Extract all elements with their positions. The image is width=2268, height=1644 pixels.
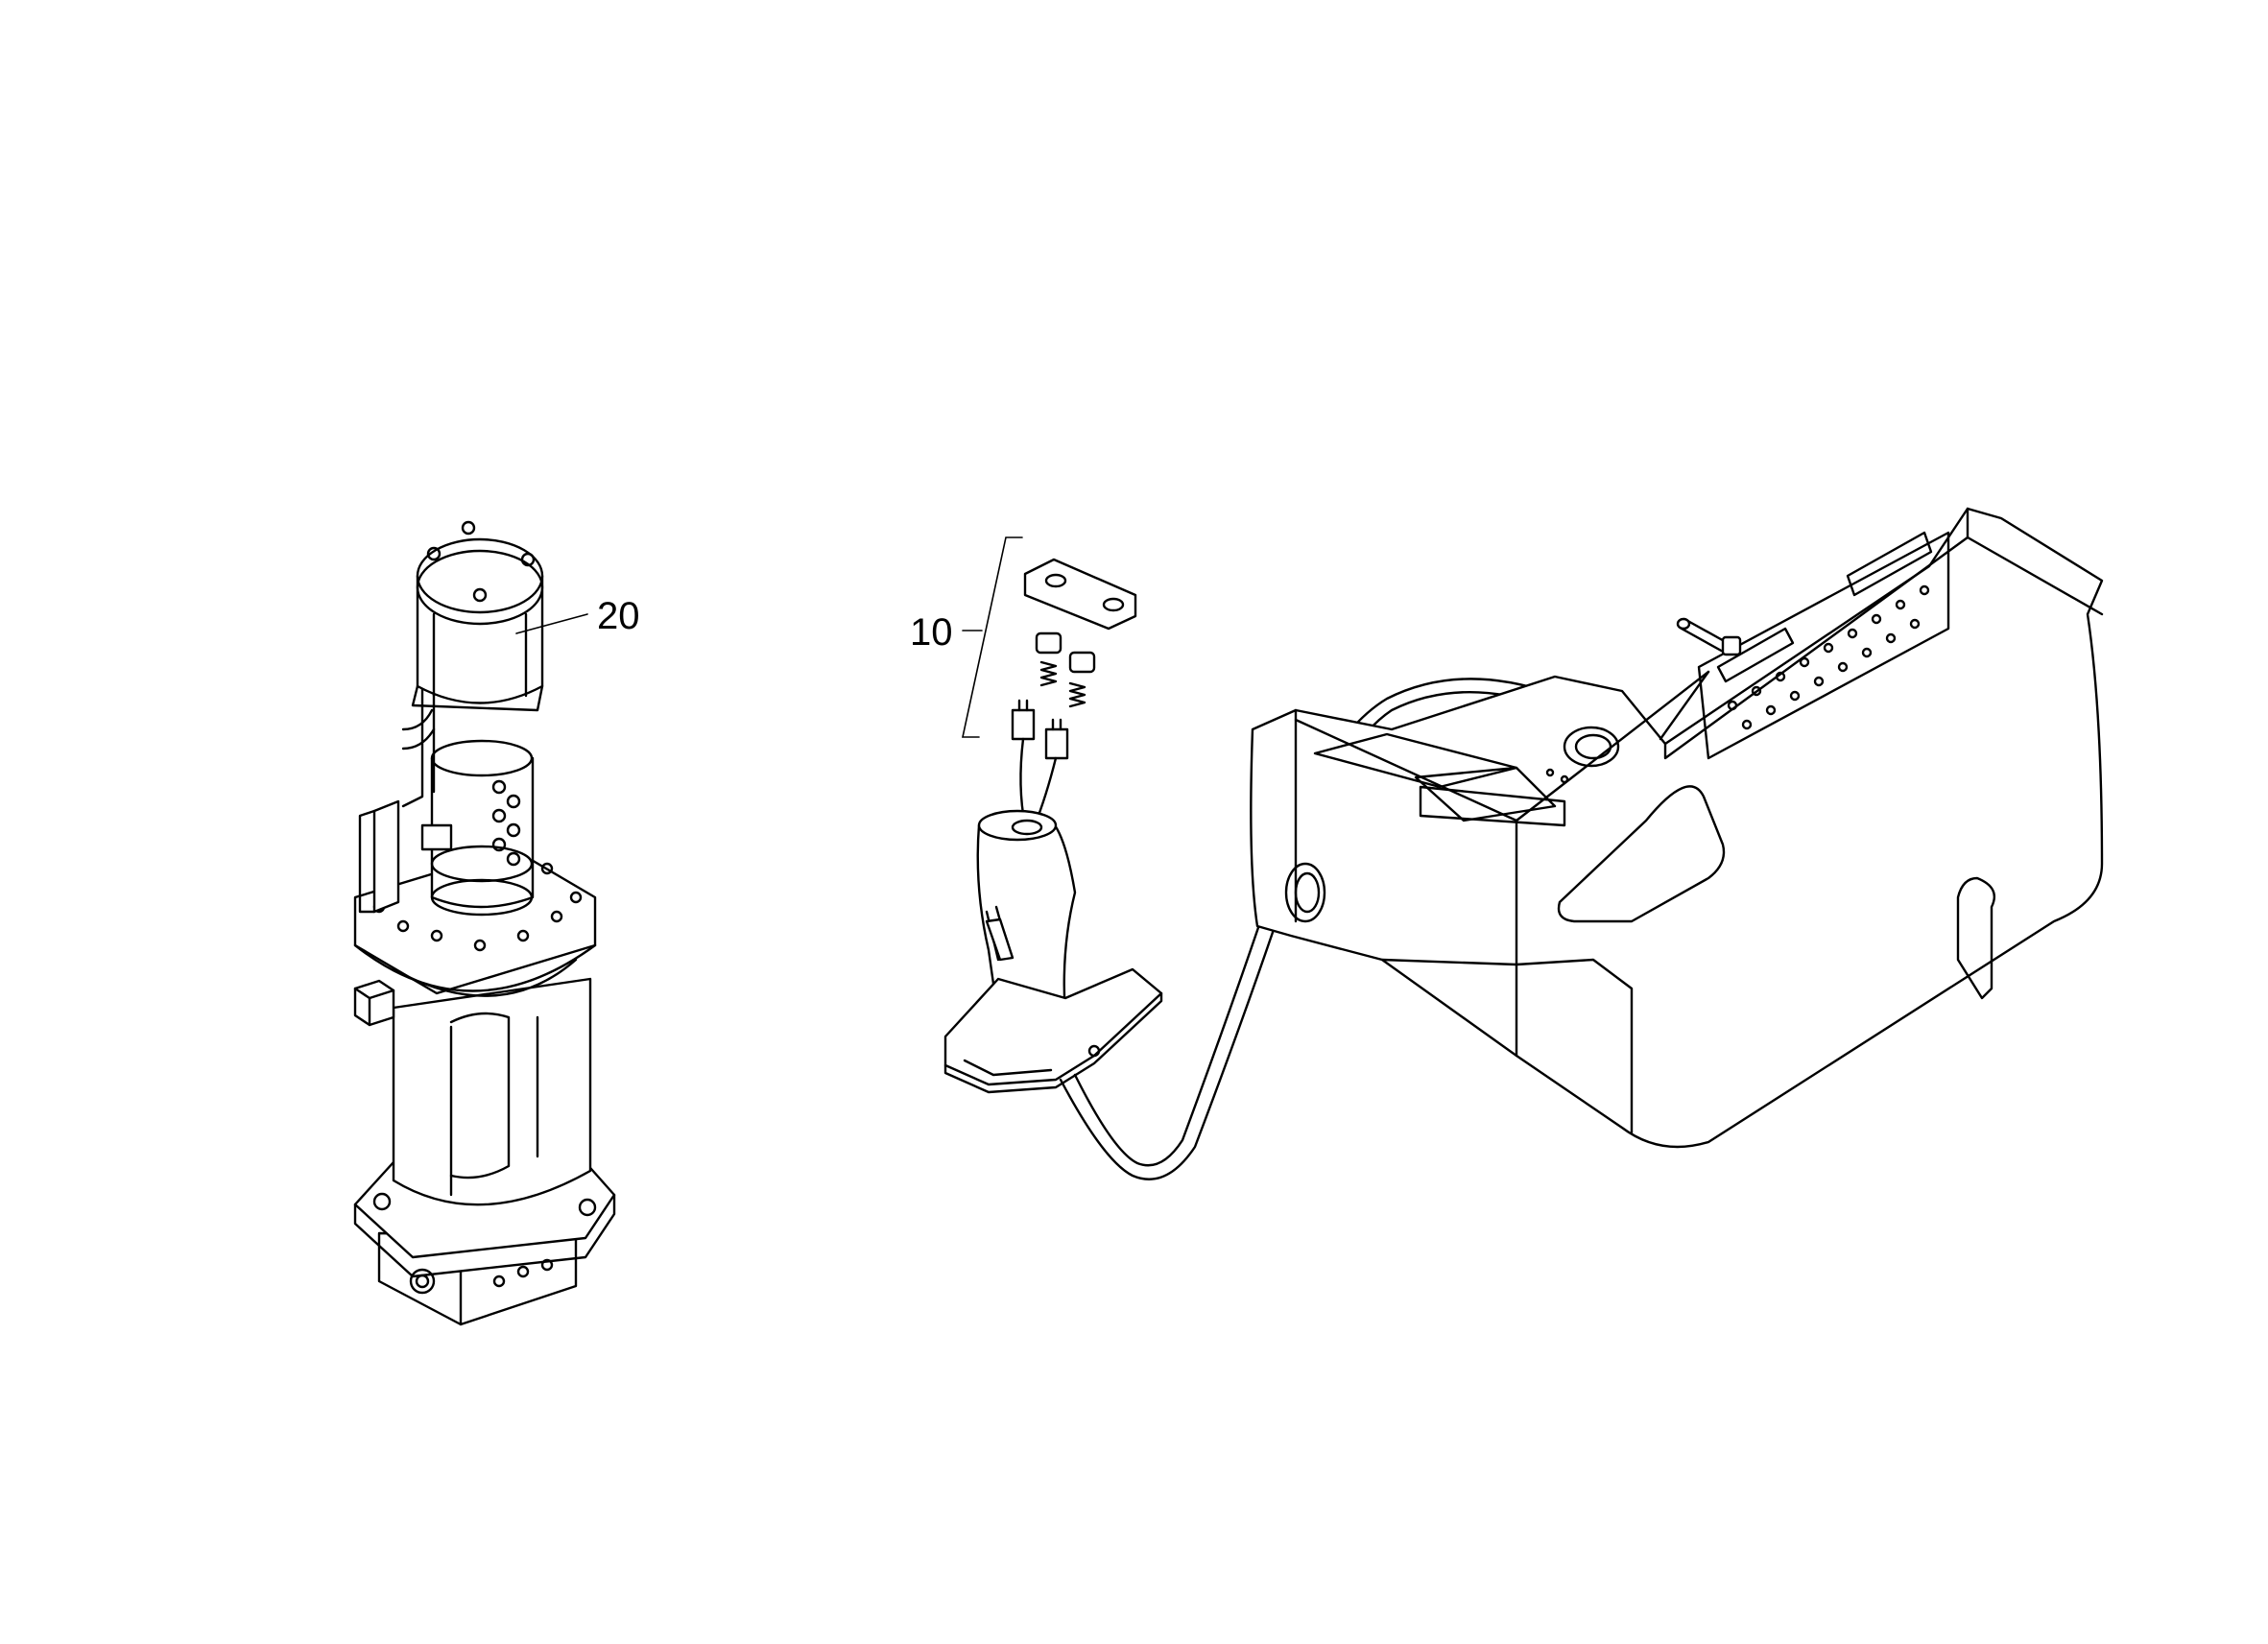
console-door (1956, 876, 1996, 1000)
pump-shaft-housing (430, 739, 535, 917)
joystick-springs (1039, 660, 1086, 708)
pump-motor-assembly[interactable] (353, 520, 616, 1326)
pump-motor-head (411, 520, 544, 712)
joystick-assembly[interactable] (943, 536, 1163, 1094)
console-cable-port (1545, 726, 1620, 784)
joystick-buttons (1035, 631, 1096, 674)
callout-10-bracket (962, 536, 1023, 738)
callout-10-label: 10 (910, 611, 953, 654)
operator-console[interactable] (1250, 507, 2104, 1149)
pump-cylinder-body (392, 977, 592, 1206)
joystick-handle (976, 809, 1077, 1026)
callout-10[interactable]: 10 (910, 611, 983, 654)
console-side-recess (1557, 785, 1726, 923)
console-front-panel (1284, 732, 1566, 923)
joystick-cover-plate (1023, 558, 1137, 631)
console-body (1250, 507, 2104, 1149)
joystick-switches (1011, 699, 1069, 827)
callout-20-leader (515, 613, 588, 634)
joystick-base (943, 967, 1163, 1094)
console-control-panel (1697, 531, 1950, 760)
console-armrest (1380, 819, 1634, 1134)
pump-bracket-hoses (358, 670, 453, 914)
callout-20-label: 20 (597, 595, 640, 637)
callout-20[interactable]: 20 (515, 595, 640, 637)
console-gear-lever (1676, 617, 1742, 656)
side-valve-block (353, 979, 395, 1027)
